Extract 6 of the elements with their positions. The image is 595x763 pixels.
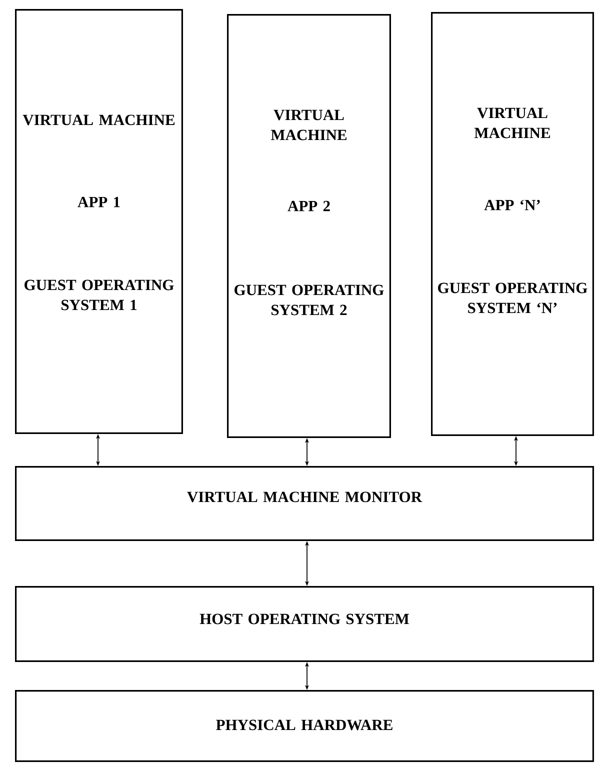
layer-box: PHYSICAL HARDWARE <box>15 690 594 762</box>
vm-box: VIRTUAL MACHINE APP ‘N’ GUEST OPERATING SYSTEM ‘N’ <box>431 12 594 436</box>
vm-box: VIRTUAL MACHINE APP 2 GUEST OPERATING SYSTEM 2 <box>227 14 391 438</box>
layer-box: HOST OPERATING SYSTEM <box>15 586 594 662</box>
layer-box: VIRTUAL MACHINE MONITOR <box>15 466 594 541</box>
vm-box: VIRTUAL MACHINE APP 1 GUEST OPERATING SYSTEM 1 <box>15 9 183 434</box>
